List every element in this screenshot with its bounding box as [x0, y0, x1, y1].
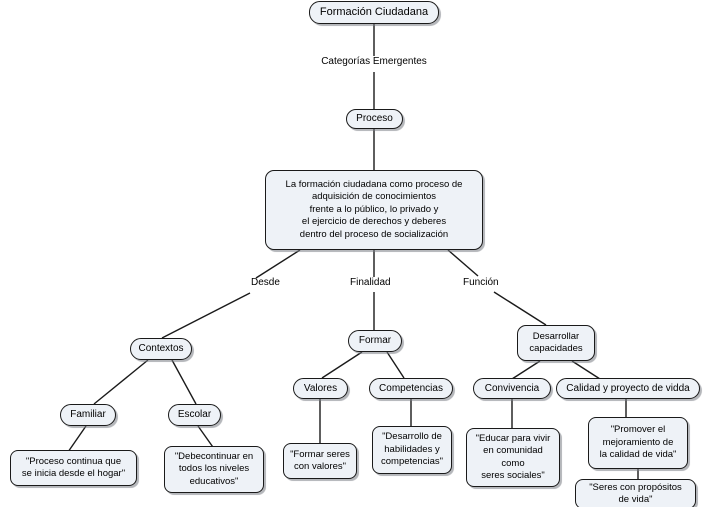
edge-familiar-to-quote — [67, 425, 87, 453]
node-formar[interactable]: Formar — [348, 330, 402, 352]
edge-label-categorias-emergentes: Categorías Emergentes — [321, 56, 427, 67]
edge-formar-to-competencias — [386, 351, 405, 379]
edge-definicion-to-contextos — [255, 249, 301, 279]
quote-box-valores[interactable]: "Formar seres con valores" — [283, 443, 357, 479]
node-desarrollar-capacidades[interactable]: Desarrollar capacidades — [517, 325, 595, 361]
quote-box-convivencia[interactable]: "Educar para vivir en comunidad como ser… — [466, 428, 560, 487]
edge-contextos-to-familiar — [93, 359, 149, 405]
node-convivencia[interactable]: Convivencia — [473, 378, 551, 399]
edge-desarrollar-to-calidad — [571, 360, 601, 380]
node-contextos[interactable]: Contextos — [130, 338, 192, 360]
edge-definicion-to-contextos-2 — [161, 292, 251, 339]
node-competencias[interactable]: Competencias — [369, 378, 453, 399]
node-calidad-y-proyecto-de-vida[interactable]: Calidad y proyecto de vidda — [556, 378, 700, 399]
edge-definicion-to-desarrollar — [447, 249, 479, 277]
edge-label-funcion: Función — [463, 277, 499, 288]
edge-desarrollar-to-convivencia — [511, 360, 541, 380]
edge-label-desde: Desde — [251, 277, 280, 288]
node-definicion-formacion-ciudadana[interactable]: La formación ciudadana como proceso de a… — [265, 170, 483, 250]
quote-box-familiar[interactable]: "Proceso continua que se inicia desde el… — [10, 450, 137, 486]
node-formacion-ciudadana[interactable]: Formación Ciudadana — [309, 1, 439, 24]
edge-contextos-to-escolar — [171, 359, 197, 405]
node-proceso[interactable]: Proceso — [346, 109, 403, 129]
quote-box-escolar[interactable]: "Debecontinuar en todos los niveles educ… — [164, 446, 264, 493]
quote-box-propositos-de-vida[interactable]: "Seres con propósitos de vida" — [575, 479, 696, 507]
node-valores[interactable]: Valores — [293, 378, 348, 399]
edge-definicion-to-desarrollar-2 — [493, 291, 547, 326]
node-escolar[interactable]: Escolar — [168, 404, 221, 426]
edge-formar-to-valores — [321, 351, 363, 379]
quote-box-competencias[interactable]: "Desarrollo de habilidades y competencia… — [372, 426, 452, 474]
node-familiar[interactable]: Familiar — [60, 404, 116, 426]
edge-label-finalidad: Finalidad — [350, 277, 391, 288]
quote-box-calidad-de-vida[interactable]: "Promover el mejoramiento de la calidad … — [588, 417, 688, 469]
